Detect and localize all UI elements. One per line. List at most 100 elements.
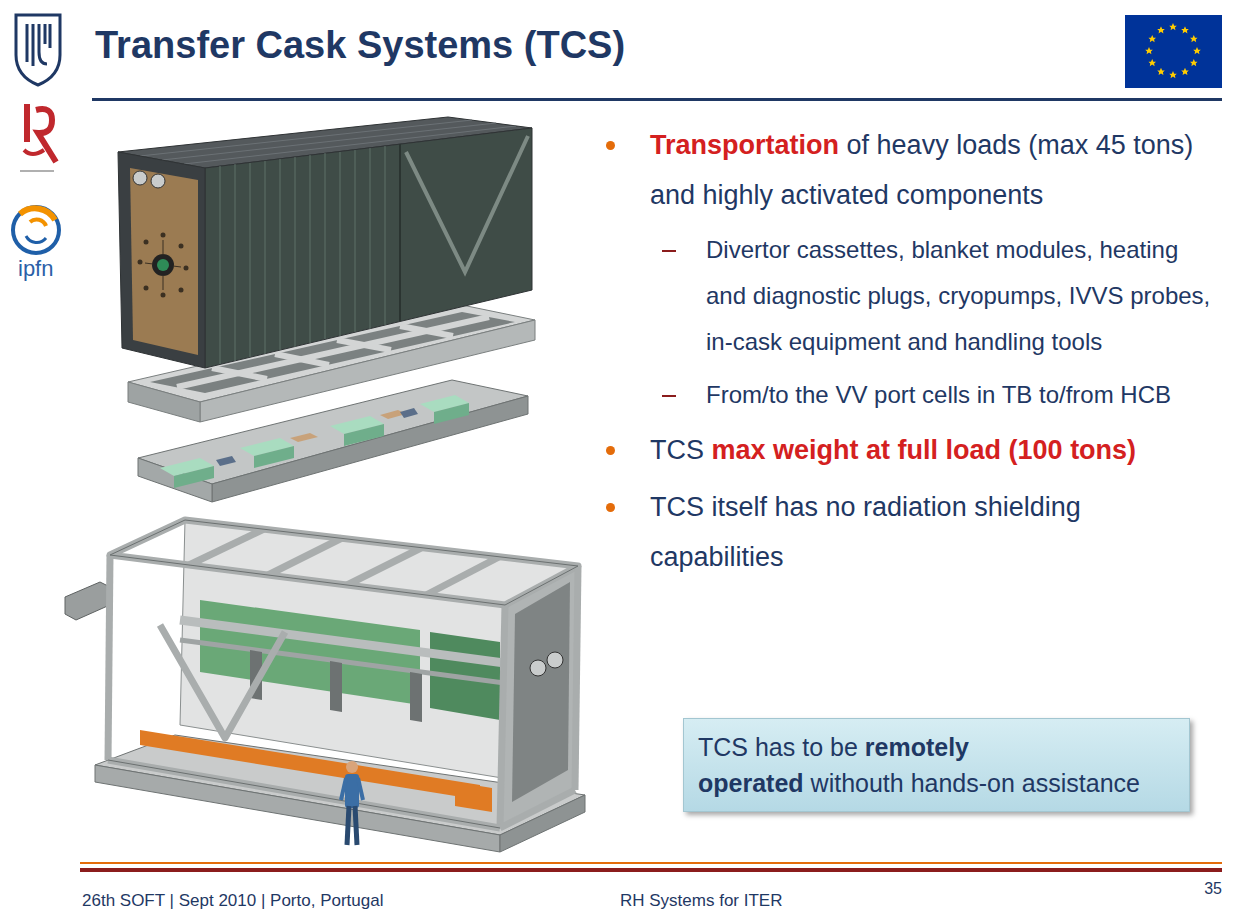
- cask-frame-illustration: [95, 765, 500, 852]
- cask-illustration: [212, 396, 528, 502]
- eu-flag: [1169, 71, 1177, 78]
- cask-frame-illustration: [108, 555, 110, 760]
- eu-flag: [1181, 26, 1189, 33]
- bullet-text: From/to the VV port cells in TB to/from …: [706, 381, 1171, 408]
- cask-frame-illustration: [530, 660, 546, 676]
- person-figure: [346, 761, 358, 773]
- cask-illustration: [128, 382, 200, 422]
- eu-flag: [1125, 15, 1222, 88]
- emphasis-text: max weight at full load (100 tons): [712, 435, 1137, 465]
- eu-flag: [1193, 47, 1201, 54]
- ipfn-logo: [13, 207, 59, 253]
- cask-frame-illustration: [455, 782, 492, 812]
- eu-flag: [1169, 23, 1177, 30]
- cask-illustration: [144, 286, 149, 291]
- footer-rule: [80, 868, 1222, 872]
- footer-rule: [80, 862, 1222, 864]
- cask-illustration: [295, 157, 296, 347]
- cask-illustration: [254, 446, 294, 468]
- cask-frame-illustration: [500, 605, 505, 828]
- cask-illustration: [133, 171, 147, 185]
- cask-frame-illustration: [347, 548, 421, 585]
- cask-illustration: [265, 161, 266, 354]
- cask-frame-illustration: [250, 650, 422, 722]
- cask-frame-illustration: [410, 672, 422, 722]
- cask-frame-illustration: [108, 520, 578, 828]
- eu-flag: [1148, 59, 1156, 66]
- eu-flag: [1157, 26, 1165, 33]
- cask-frame-illustration: [547, 652, 563, 668]
- cask-illustration: [144, 240, 149, 245]
- cask-illustration: [400, 408, 418, 418]
- person-figure: [341, 778, 346, 800]
- footer-text: RH Systems for ITER: [620, 891, 782, 911]
- cask-illustration: [179, 288, 184, 293]
- person-figure: [358, 778, 363, 800]
- cask-illustration: [174, 466, 214, 488]
- cask-frame-illustration: [330, 661, 342, 712]
- isr-logo: [20, 170, 54, 172]
- cask-illustration: [344, 424, 384, 446]
- cask-frame-illustration: [180, 620, 520, 665]
- ipfn-logo: [26, 236, 46, 242]
- cask-illustration: [173, 266, 181, 267]
- cask-illustration: [399, 144, 401, 321]
- cask-illustration: [220, 146, 385, 364]
- cask-frame-illustration: [575, 566, 578, 790]
- footer-text: 26th SOFT | Sept 2010 | Porto, Portugal: [82, 891, 383, 911]
- footer-rule: [80, 862, 1222, 872]
- logo-text: ipfn: [18, 256, 53, 282]
- eu-flag: [1145, 47, 1153, 54]
- cask-illustration: [290, 433, 318, 442]
- cask-frame-illustration: [268, 538, 342, 575]
- cask-illustration: [355, 150, 356, 332]
- cask-illustration: [157, 259, 169, 271]
- cask-frame-illustration: [512, 582, 570, 802]
- person-figure: [355, 806, 357, 845]
- bullet-text: TCS itself has no radiation shielding ca…: [650, 492, 1081, 572]
- cask-illustration: [220, 166, 221, 364]
- page-number: 35: [1204, 880, 1222, 898]
- cask-frame-illustration: [426, 557, 499, 595]
- bullet-text: Divertor cassettes, blanket modules, hea…: [706, 236, 1210, 355]
- cask-illustration: [280, 159, 281, 350]
- cask-illustration: [161, 233, 166, 238]
- cask-frame-illustration: [180, 640, 520, 685]
- cask-illustration: [145, 240, 181, 290]
- ipfn-logo: [13, 207, 59, 253]
- cask-illustration: [340, 152, 341, 336]
- person-figure: [347, 806, 349, 845]
- cask-illustration: [118, 117, 535, 502]
- cask-frame-illustration: [108, 760, 500, 828]
- title-rule: [92, 98, 1222, 101]
- eu-flag: [1125, 15, 1222, 88]
- callout-text: withouth hands-on assistance: [811, 769, 1140, 797]
- bullet-item: Transportationof heavy loads (max 45 ton…: [600, 120, 1215, 220]
- emphasis-text: Transportation: [650, 130, 839, 160]
- cask-illustration: [434, 403, 469, 424]
- isr-logo: [20, 104, 56, 172]
- cask-frame-illustration: [200, 600, 420, 705]
- eu-flag: [1157, 68, 1165, 75]
- cask-illustration: [179, 244, 184, 249]
- bullet-item: TCS itself has no radiation shielding ca…: [600, 482, 1215, 582]
- cask-illustration: [184, 266, 189, 271]
- title-rule: [92, 98, 1222, 101]
- cask-illustration: [145, 263, 153, 264]
- cask-frame-illustration: [65, 582, 112, 620]
- cask-frame-illustration: [160, 625, 285, 738]
- cask-illustration: [152, 254, 174, 276]
- cask-illustration: [250, 163, 251, 357]
- sub-bullet-item: Divertor cassettes, blanket modules, hea…: [600, 227, 1215, 365]
- cask-frame-illustration: [110, 520, 578, 605]
- cask-frame-illustration: [108, 760, 500, 828]
- cask-frame-illustration: [140, 730, 480, 800]
- eu-flag: [1190, 35, 1198, 42]
- cask-illustration: [406, 136, 528, 272]
- person-figure: [341, 761, 363, 845]
- cask-frame-illustration: [108, 520, 578, 828]
- ist-logo: [16, 15, 60, 85]
- ist-logo: [16, 15, 60, 85]
- cask-illustration: [205, 128, 532, 368]
- eu-flag: [1148, 35, 1156, 42]
